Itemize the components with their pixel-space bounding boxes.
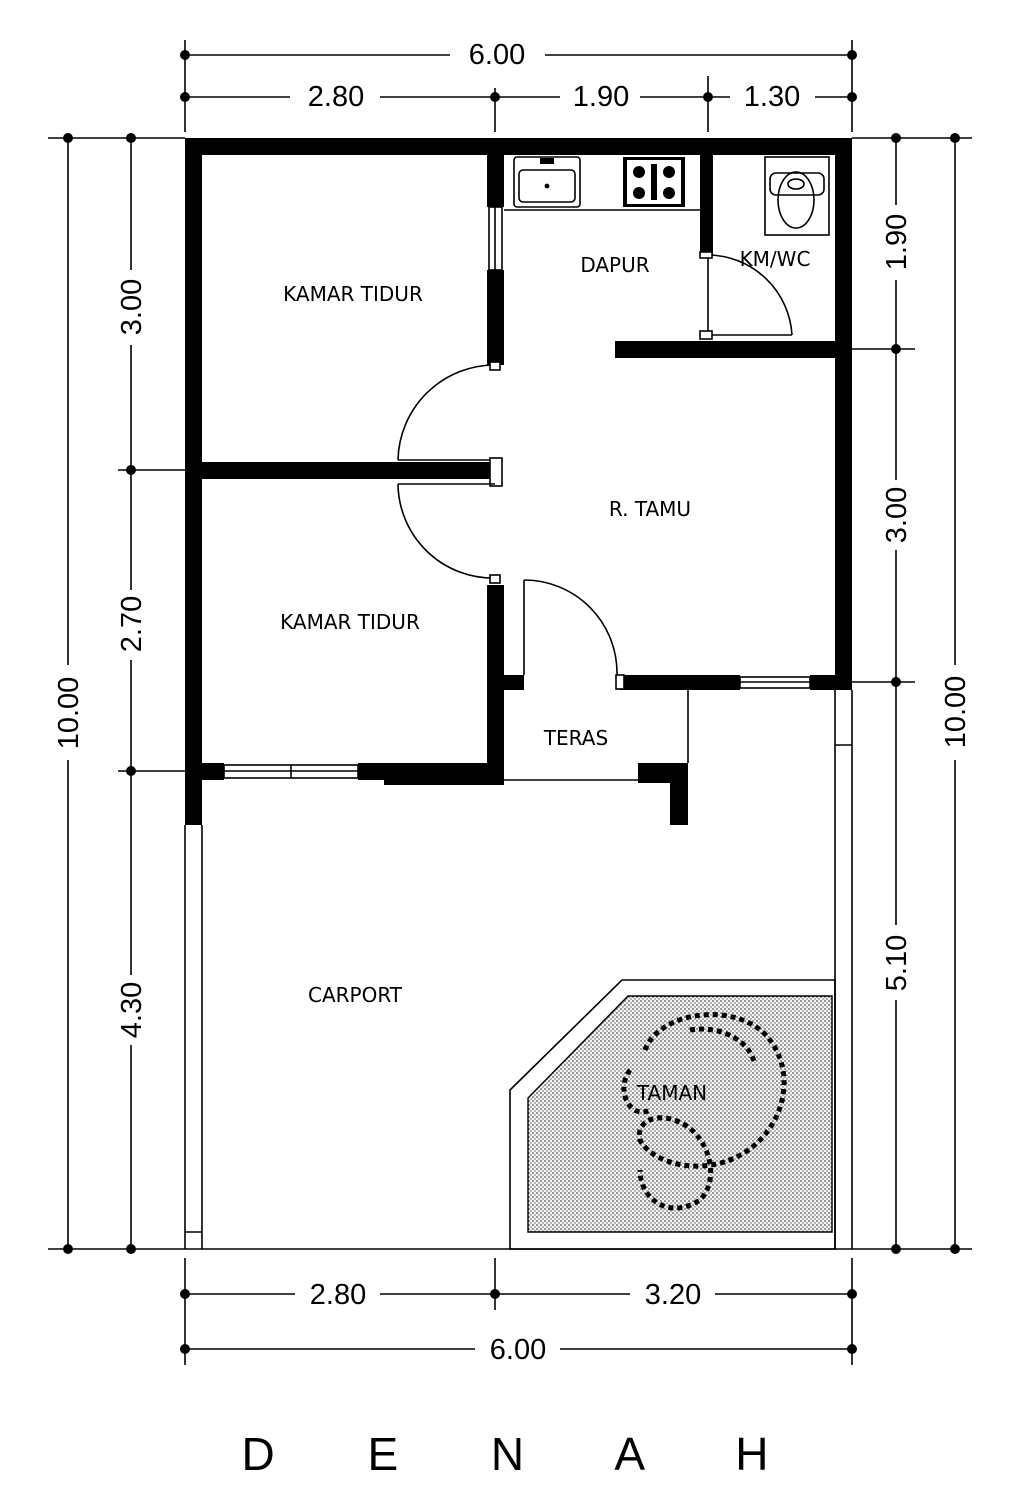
dim-bottom-seg-1: 2.80: [310, 1279, 366, 1311]
dim-left-total: 10.00: [53, 677, 85, 750]
dim-bottom-seg-2: 3.20: [645, 1279, 701, 1311]
door-bedroom-bottom: [397, 483, 496, 579]
plan-title: D E N A H: [241, 1428, 808, 1480]
label-terrace: TERAS: [543, 726, 608, 750]
dim-left-seg-1: 3.00: [116, 279, 148, 335]
dim-right-seg-1: 1.90: [881, 214, 913, 270]
door-bedroom-top: [397, 364, 496, 461]
dim-right-seg-3: 5.10: [881, 935, 913, 991]
kitchen-sink-icon: [513, 156, 581, 208]
dim-right-seg-2: 3.00: [881, 487, 913, 543]
dim-bottom-total: 6.00: [490, 1334, 546, 1366]
site-outline: [184, 690, 853, 1250]
door-wc: [707, 254, 793, 336]
room-labels: KAMAR TIDUR DAPUR KM/WC R. TAMU KAMAR TI…: [280, 247, 810, 1105]
terrace: [504, 690, 689, 781]
dimension-lines: [48, 40, 972, 1365]
door-main: [523, 579, 618, 676]
garden-pattern-icon: [509, 979, 836, 1250]
doors: [397, 251, 793, 690]
dim-top-total: 6.00: [469, 39, 525, 71]
label-carport: CARPORT: [308, 983, 403, 1007]
dim-left-seg-2: 2.70: [116, 596, 148, 652]
dim-left-seg-3: 4.30: [116, 982, 148, 1038]
dim-top-seg-3: 1.30: [744, 81, 800, 113]
label-bedroom-bottom: KAMAR TIDUR: [280, 610, 420, 634]
label-living: R. TAMU: [609, 497, 691, 521]
dim-top-seg-1: 2.80: [308, 81, 364, 113]
stove-icon: [623, 157, 685, 207]
dim-top-seg-2: 1.90: [573, 81, 629, 113]
windows: [223, 206, 811, 779]
label-garden: TAMAN: [636, 1081, 707, 1105]
dim-right-total: 10.00: [940, 676, 972, 749]
label-bedroom-top: KAMAR TIDUR: [283, 282, 423, 306]
walls: [185, 138, 852, 825]
label-bathroom: KM/WC: [740, 247, 811, 271]
toilet-icon: [764, 156, 830, 236]
label-kitchen: DAPUR: [580, 253, 649, 277]
dimension-text: 6.00 2.80 1.90 1.30 2.80 3.20 6.00 10.00…: [53, 39, 972, 1366]
